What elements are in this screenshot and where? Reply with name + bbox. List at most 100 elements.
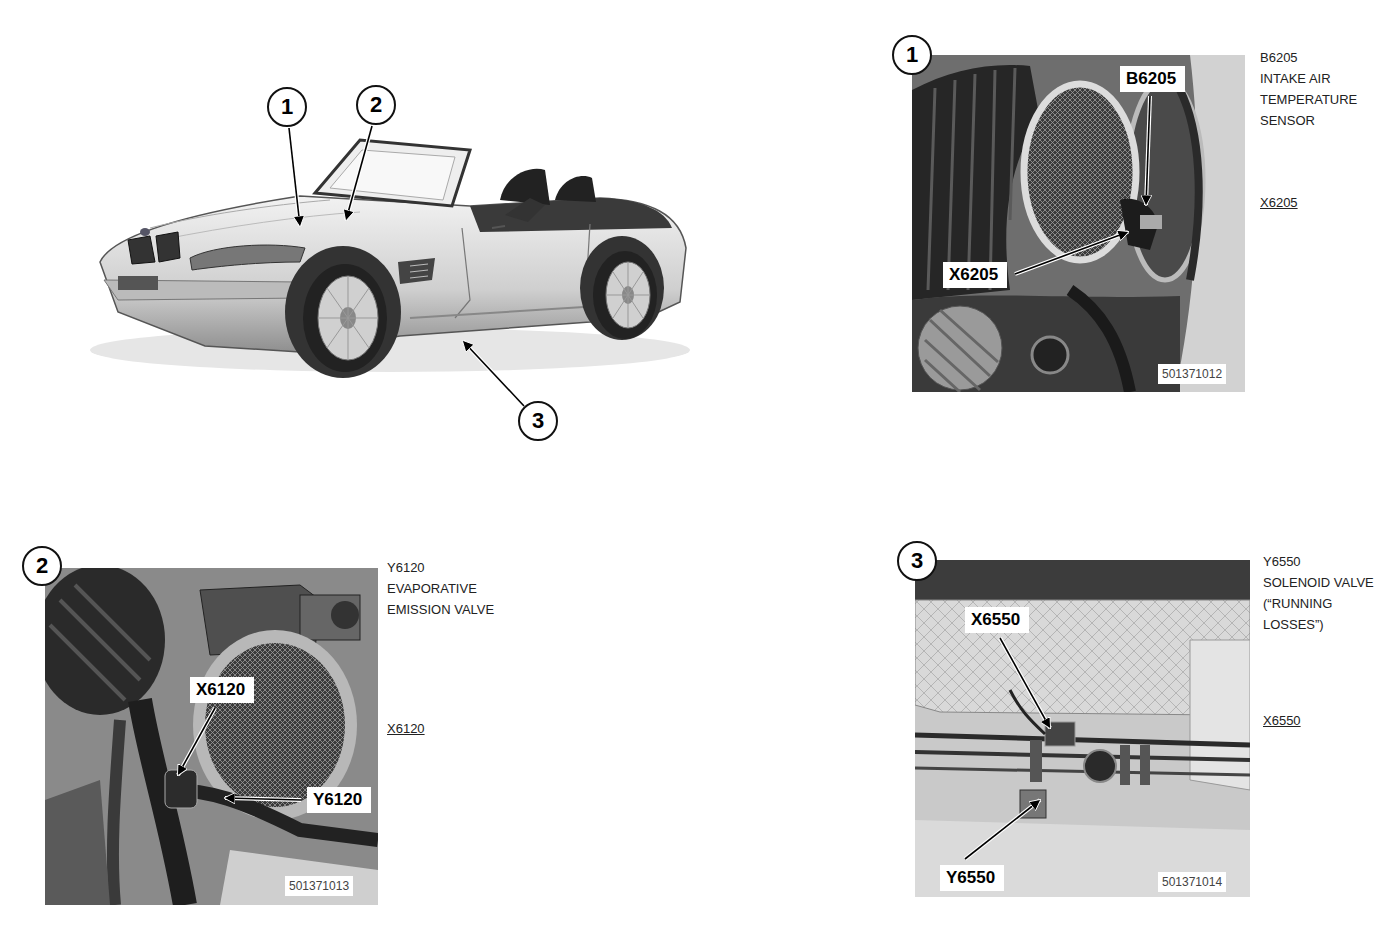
callout-number: 3 [518,401,558,441]
car-illustration [118,276,158,290]
part-code-tag: X6550 [965,607,1029,633]
car-illustration [470,198,672,232]
leader-line [346,126,372,220]
callout-number-text: 3 [911,548,923,574]
leader-line [965,800,1040,859]
callout-number-text: 2 [370,92,382,118]
engine-photo [113,720,120,905]
engine-photo [205,643,345,807]
car-illustration [505,198,545,222]
connector-code: X6550 [1263,710,1301,731]
callout-number: 1 [267,87,307,127]
engine-photo [912,295,1180,392]
car-illustration [303,264,387,372]
callout-number: 1 [892,35,932,75]
engine-photo [170,790,378,840]
photo-number: 501371014 [1158,872,1226,892]
car-illustration [285,246,401,378]
car-illustration [140,228,150,236]
underbody-photo [1140,745,1150,785]
car-illustration [318,276,378,360]
car-illustration [190,245,305,270]
engine-photo [300,595,360,640]
part-code: X6205 [949,265,998,284]
car-illustration [156,232,180,262]
leader-line [178,708,215,775]
part-code-tag: Y6120 [307,787,371,813]
engine-photo [912,55,1245,392]
car-illustration [330,150,455,200]
car-illustration [555,176,596,202]
part-code: Y6120 [313,790,362,809]
car-illustration [410,264,428,278]
engine-photo [1032,337,1068,373]
car-illustration [455,228,470,318]
leader-halo [346,126,372,220]
leader-line [1000,638,1050,728]
engine-photo [1070,290,1130,392]
leader-line [1015,232,1128,274]
callout-number: 2 [22,546,62,586]
callout-number: 3 [897,541,937,581]
part-code: Y6550 [946,868,995,887]
leader-line [463,341,524,406]
leader-halo [289,128,300,226]
callout-number-text: 1 [906,42,918,68]
underbody-photo [915,735,1250,745]
car-illustration [593,251,657,339]
car-illustration [492,226,505,228]
connector-code: X6120 [387,718,425,739]
engine-photo [912,55,1245,392]
car-illustration [318,276,378,360]
engine-photo [50,585,150,700]
leader-halo [1146,96,1150,205]
car-illustration [150,200,330,228]
part-code-tag: B6205 [1120,66,1185,92]
underbody-photo [1190,640,1250,790]
car-illustration [500,169,550,205]
underbody-photo [1120,745,1130,785]
car-illustration [606,262,650,328]
callout-number-text: 3 [532,408,544,434]
underbody-photo [915,560,1250,600]
leader-halo [178,708,215,775]
part-description: INTAKE AIR TEMPERATURE SENSOR [1260,68,1372,131]
callout-number-text: 2 [36,553,48,579]
car-illustration [90,140,690,378]
underbody-photo [1084,750,1116,782]
engine-photo [1180,90,1199,280]
car-illustration [606,262,650,328]
car-illustration [410,306,600,318]
leader-line [225,798,301,800]
underbody-photo [1030,740,1042,782]
engine-photo [45,568,165,715]
part-description: EVAPORATIVE EMISSION VALVE [387,578,499,620]
engine-photo [45,568,378,905]
leader-halo [225,798,301,800]
underbody-photo [915,560,1250,897]
engine-photo [45,780,110,905]
car-illustration [128,236,155,264]
part-description: SOLENOID VALVE (“RUNNING LOSSES”) [1263,572,1381,635]
part-code: X6120 [196,680,245,699]
leader-halo [463,341,524,406]
engine-photo [928,68,1015,290]
photo-number: 501371012 [1158,364,1226,384]
leader-halo [1000,638,1050,728]
underbody-photo [915,752,1250,760]
car-illustration [398,258,435,284]
engine-photo [331,601,359,629]
engine-photo [912,65,1040,300]
underbody-photo [915,560,1250,897]
part-code: B6205 [1126,69,1176,88]
photo-number: 501371013 [285,876,353,896]
connector-code: X6205 [1260,192,1298,213]
part-description: Y6120 [387,557,425,578]
part-description: Y6550 [1263,551,1301,572]
engine-photo [165,770,197,808]
leader-line [289,128,300,226]
part-code-tag: X6120 [190,677,254,703]
callout-number: 2 [356,85,396,125]
callout-number-text: 1 [281,94,293,120]
